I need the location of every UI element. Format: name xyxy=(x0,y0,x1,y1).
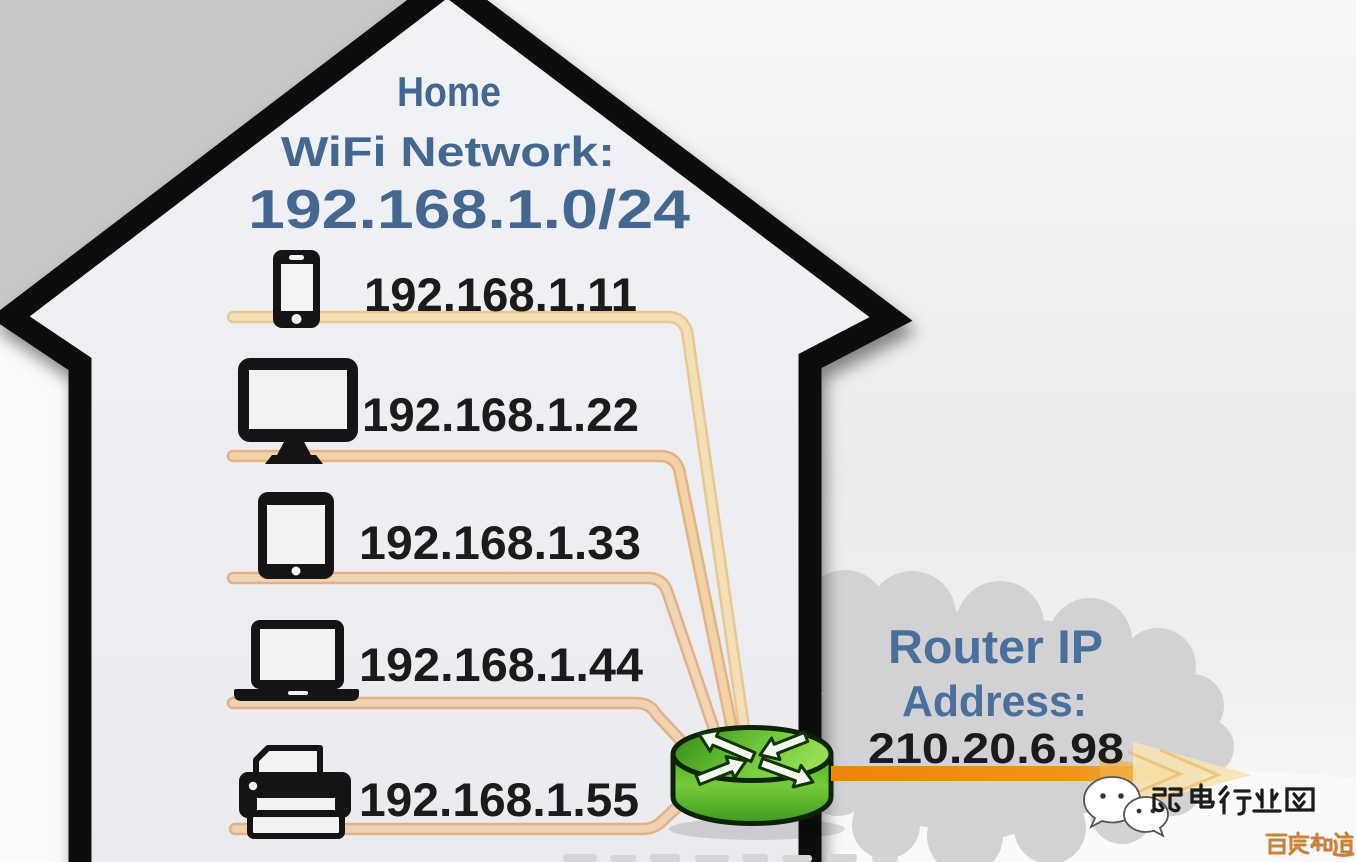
svg-text:192.168.1.11: 192.168.1.11 xyxy=(364,268,637,321)
svg-text:192.168.1.0/24: 192.168.1.0/24 xyxy=(248,178,690,240)
svg-text:192.168.1.22: 192.168.1.22 xyxy=(362,388,639,441)
svg-text:192.168.1.44: 192.168.1.44 xyxy=(359,638,643,691)
svg-text:192.168.1.33: 192.168.1.33 xyxy=(359,516,641,569)
svg-text:210.20.6.98: 210.20.6.98 xyxy=(868,725,1124,773)
svg-text:Router IP: Router IP xyxy=(888,620,1103,673)
svg-text:Home: Home xyxy=(397,68,501,115)
svg-text:192.168.1.55: 192.168.1.55 xyxy=(359,773,639,826)
svg-text:WiFi Network:: WiFi Network: xyxy=(281,128,615,175)
svg-text:Address:: Address: xyxy=(902,677,1087,726)
